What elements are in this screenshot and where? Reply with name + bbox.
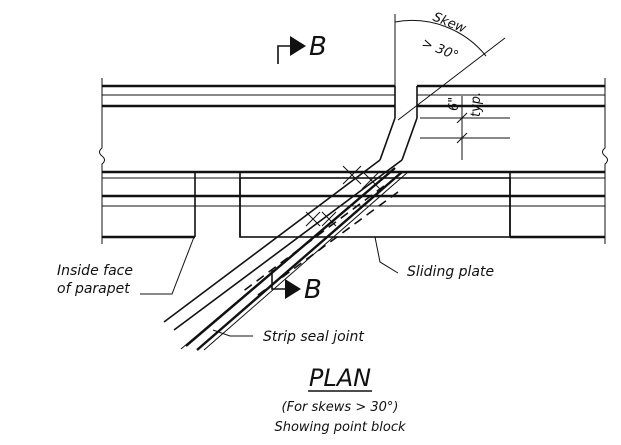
sliding-plate-label: Sliding plate bbox=[407, 264, 494, 280]
inside-face-callout: Inside face of parapet bbox=[57, 236, 195, 297]
title-main: PLAN bbox=[309, 364, 371, 392]
spacing-dimension: 6" typ. bbox=[420, 92, 510, 160]
strip-seal-label: Strip seal joint bbox=[263, 329, 364, 345]
skew-label: Skew bbox=[431, 10, 469, 37]
joint-opening-upper bbox=[379, 86, 418, 161]
sliding-plate-callout: Sliding plate bbox=[374, 236, 494, 280]
section-mark-top-label: B bbox=[309, 32, 327, 62]
break-line-right bbox=[602, 78, 608, 244]
sliding-plate bbox=[239, 177, 511, 238]
title-subtitle: (For skews > 30°) bbox=[282, 400, 399, 415]
strip-seal-joint bbox=[163, 159, 409, 351]
spacing-label: 6" bbox=[447, 97, 462, 111]
strip-seal-callout: Strip seal joint bbox=[212, 329, 364, 345]
break-line-left bbox=[99, 78, 105, 244]
inside-face-label-1: Inside face bbox=[57, 263, 133, 279]
typ-label: typ. bbox=[469, 92, 484, 117]
skew-angle-label: > 30° bbox=[420, 36, 461, 64]
inside-face-label-2: of parapet bbox=[57, 281, 130, 297]
title-subtitle-2: Showing point block bbox=[274, 420, 406, 435]
section-mark-bottom: B bbox=[271, 270, 322, 305]
drawing-title: PLAN (For skews > 30°) Showing point blo… bbox=[274, 364, 406, 435]
point-block-marks bbox=[305, 165, 381, 227]
section-mark-top: B bbox=[277, 32, 327, 64]
parapet-upper-left bbox=[102, 84, 395, 108]
parapet-lower bbox=[102, 170, 605, 239]
section-mark-bottom-label: B bbox=[304, 275, 322, 305]
parapet-upper-right bbox=[417, 84, 605, 108]
